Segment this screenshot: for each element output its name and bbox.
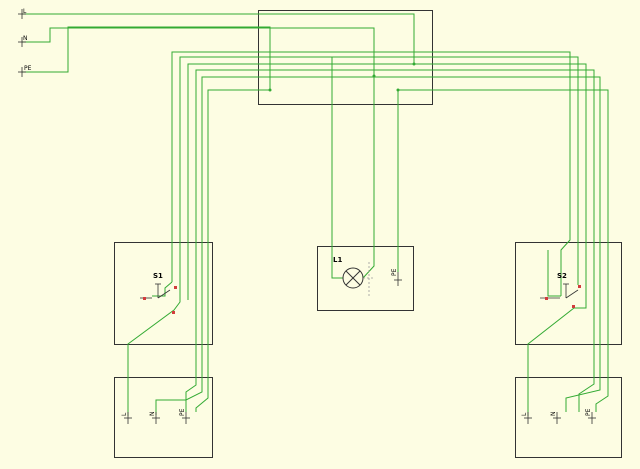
supply-terminals	[18, 9, 26, 77]
switch-right-label: S2	[557, 272, 567, 280]
lamp-pe-label: PE	[391, 268, 398, 276]
wire-bus-right-4	[413, 69, 595, 412]
contact-marker	[174, 286, 177, 289]
junction-dot	[396, 88, 400, 92]
wire-socket-right-line	[527, 296, 587, 416]
wire-s2-internal	[547, 250, 561, 297]
junction-dot	[412, 62, 416, 66]
wire-s1-internal	[152, 281, 173, 297]
socket-box-right	[515, 377, 622, 458]
wire-lamp-switched	[331, 57, 343, 279]
wire-bus-left-3	[187, 63, 413, 300]
socket-left-terminals	[124, 412, 190, 424]
wire-bus-right-6	[398, 89, 609, 412]
wire-lamp-neutral	[362, 76, 375, 279]
socket-box-left	[114, 377, 213, 458]
wire-bus-left-5	[155, 76, 375, 415]
wire-bus-right-1	[375, 51, 571, 296]
wire-bus-right-5	[375, 76, 601, 412]
wire-bus-left-1	[171, 51, 375, 282]
contact-marker	[172, 311, 175, 314]
socket-right-neutral-label: N	[550, 412, 557, 417]
supply-neutral-label: N	[23, 35, 28, 42]
wire-bus-left-4	[185, 69, 413, 412]
wire-bus-right-2	[413, 56, 579, 285]
socket-right-pe-label: PE	[585, 408, 592, 416]
lamp-symbol-icon	[342, 262, 375, 296]
lamp-pe-terminal: PE	[391, 268, 402, 286]
contact-marker	[143, 297, 146, 300]
lamp-box	[317, 246, 414, 311]
junction-dot	[268, 88, 272, 92]
wire-bus-right-3	[413, 63, 587, 296]
junction-dot	[372, 74, 376, 78]
supply-pe-label: PE	[24, 65, 32, 72]
wire-bus-left-2	[179, 56, 413, 290]
socket-right-line-label: L	[521, 412, 528, 416]
switch-box-left	[114, 242, 213, 345]
contact-marker	[545, 297, 548, 300]
contact-marker	[578, 285, 581, 288]
wire-socket-left-line	[127, 290, 181, 416]
switch-left-contacts	[143, 286, 177, 314]
switch-right-symbol-icon	[540, 283, 579, 299]
switch-left-symbol-icon	[140, 283, 171, 299]
wire-bus-left-6	[195, 89, 270, 412]
wires	[22, 13, 609, 416]
lamp-label: L1	[333, 256, 342, 264]
switch-box-right	[515, 242, 622, 345]
socket-right-terminals	[524, 412, 596, 424]
socket-left-line-label: L	[121, 412, 128, 416]
wire-supply-neutral	[22, 27, 375, 76]
wire-supply-pe	[22, 26, 271, 90]
switch-right-contacts	[545, 285, 581, 308]
supply-line-label: L	[23, 8, 27, 15]
contact-marker	[572, 305, 575, 308]
switch-left-label: S1	[153, 272, 163, 280]
wire-supply-line	[22, 13, 415, 64]
socket-left-pe-label: PE	[179, 408, 186, 416]
junction-dots	[268, 62, 416, 92]
socket-left-neutral-label: N	[149, 412, 156, 417]
